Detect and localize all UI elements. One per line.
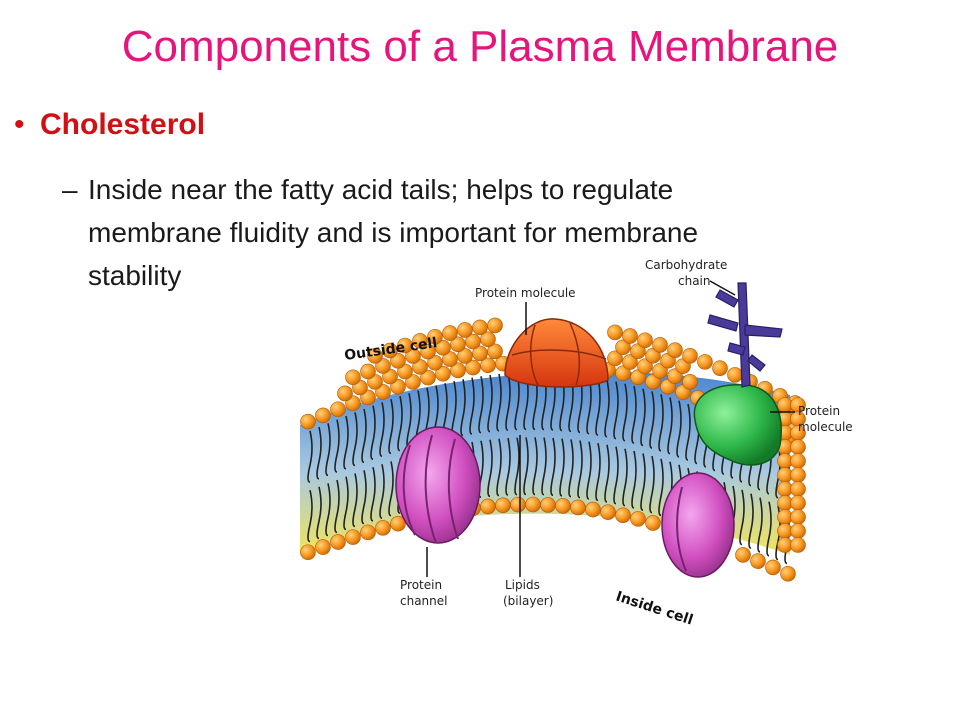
membrane-diagram: Carbohydrate chain Protein molecule Outs… — [300, 258, 853, 629]
dash-icon: – — [62, 174, 78, 205]
protein-channel — [395, 426, 481, 544]
slide-title: Components of a Plasma Membrane — [121, 22, 839, 71]
protein-molecule-top — [504, 318, 609, 388]
label-protein-channel-line-1: Protein — [400, 578, 442, 592]
pointer-lines — [426, 280, 795, 577]
label-lipids-line-2: (bilayer) — [503, 594, 553, 608]
protein-channel-right — [661, 472, 735, 578]
bullet-cholesterol: • Cholesterol — [14, 108, 205, 142]
label-carbohydrate-line-2: chain — [678, 274, 711, 288]
label-inside-cell: Inside cell — [614, 589, 695, 629]
label-protein-right-line-2: molecule — [798, 420, 853, 434]
carbohydrate-chain — [707, 282, 783, 388]
sub-bullet: –Inside near the fatty acid tails; helps… — [62, 168, 922, 297]
bullet-dot-icon: • — [14, 108, 25, 141]
label-carbohydrate-line-1: Carbohydrate — [645, 258, 727, 272]
sub-bullet-line-3: stability — [88, 260, 182, 291]
label-lipids-line-1: Lipids — [505, 578, 540, 592]
label-protein-molecule-top: Protein molecule — [475, 286, 576, 300]
label-protein-channel-line-2: channel — [400, 594, 447, 608]
sub-bullet-line-1: Inside near the fatty acid tails; helps … — [88, 174, 674, 205]
sub-bullet-line-2: membrane fluidity and is important for m… — [88, 217, 699, 248]
label-protein-right-line-1: Protein — [798, 404, 840, 418]
protein-molecule-right — [693, 384, 782, 466]
bullet-label: Cholesterol — [40, 108, 206, 141]
